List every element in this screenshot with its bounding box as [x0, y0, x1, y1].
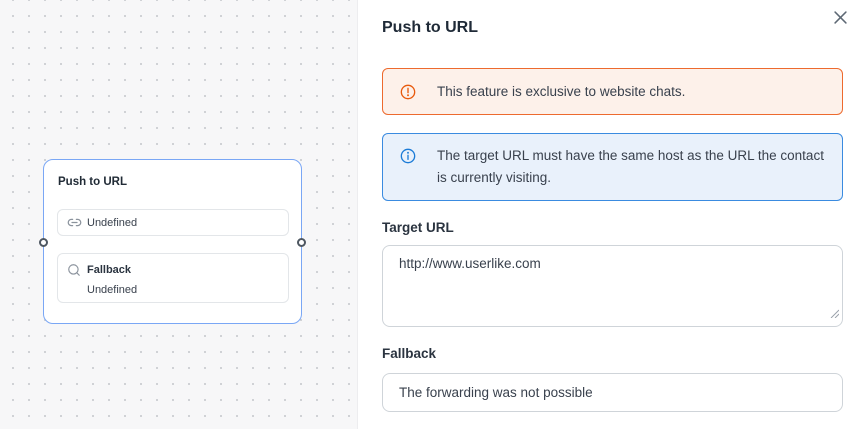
- warning-alert: This feature is exclusive to website cha…: [382, 68, 843, 115]
- node-output-handle[interactable]: [297, 238, 306, 247]
- info-alert-text: The target URL must have the same host a…: [437, 148, 824, 185]
- settings-panel: Push to URL This feature is exclusive to…: [357, 0, 862, 429]
- fallback-label: Fallback: [382, 346, 437, 361]
- target-url-textarea[interactable]: http://www.userlike.com: [382, 245, 843, 327]
- resize-grip-icon[interactable]: [829, 305, 840, 323]
- fallback-input[interactable]: [382, 373, 843, 412]
- close-icon: [833, 11, 847, 27]
- warning-alert-text: This feature is exclusive to website cha…: [437, 83, 686, 99]
- alert-circle-icon: [400, 84, 416, 100]
- node-item-label: Undefined: [87, 216, 138, 229]
- node-title: Push to URL: [58, 176, 127, 188]
- push-to-url-node[interactable]: Push to URL Undefined Fallback Undefined: [39, 159, 306, 324]
- link-icon: [67, 215, 82, 230]
- node-item-sublabel: Undefined: [87, 284, 138, 296]
- node-item-label: Fallback: [87, 264, 132, 276]
- node-target-url-slot[interactable]: Undefined: [57, 209, 289, 236]
- info-circle-icon: [400, 148, 416, 164]
- node-input-handle[interactable]: [39, 238, 48, 247]
- target-url-label: Target URL: [382, 220, 454, 235]
- panel-title: Push to URL: [382, 19, 478, 36]
- search-icon: [67, 263, 82, 277]
- close-button[interactable]: [827, 6, 853, 32]
- node-fallback-slot[interactable]: Fallback Undefined: [57, 253, 289, 303]
- info-alert: The target URL must have the same host a…: [382, 133, 843, 201]
- flow-canvas[interactable]: Push to URL Undefined Fallback Undefined: [0, 0, 357, 429]
